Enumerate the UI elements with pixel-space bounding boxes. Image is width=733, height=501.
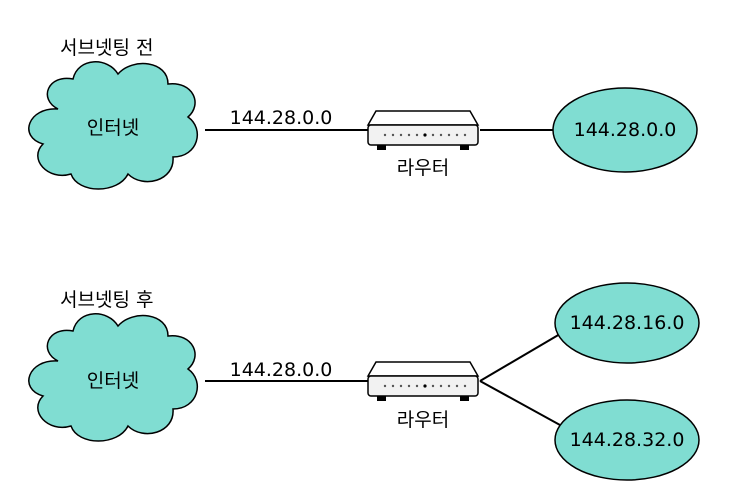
before-network-node [552,87,698,173]
after-network-node-1 [554,282,700,364]
before-router-icon [367,110,479,151]
before-link-address: 144.28.0.0 [230,107,333,129]
after-lan-line-1 [479,333,561,382]
after-heading: 서브넷팅 후 [60,289,153,311]
after-network-label-1: 144.28.16.0 [570,312,685,334]
after-link-address: 144.28.0.0 [230,359,333,381]
before-router-label: 라우터 [397,157,449,179]
after-router-icon [367,361,479,402]
after-cloud-label: 인터넷 [87,370,139,392]
before-network-label: 144.28.0.0 [574,119,677,141]
before-cloud-label: 인터넷 [87,117,139,139]
after-section: 서브넷팅 후 인터넷 144.28.0.0 라우터 144.28.16.0 14… [28,282,700,481]
after-lan-line-2 [479,380,561,426]
after-router-label: 라우터 [397,409,449,431]
after-network-node-2 [554,399,700,481]
before-section: 서브넷팅 전 인터넷 144.28.0.0 라우터 144.28.0.0 [28,37,698,190]
before-heading: 서브넷팅 전 [60,37,153,59]
after-network-label-2: 144.28.32.0 [570,429,685,451]
